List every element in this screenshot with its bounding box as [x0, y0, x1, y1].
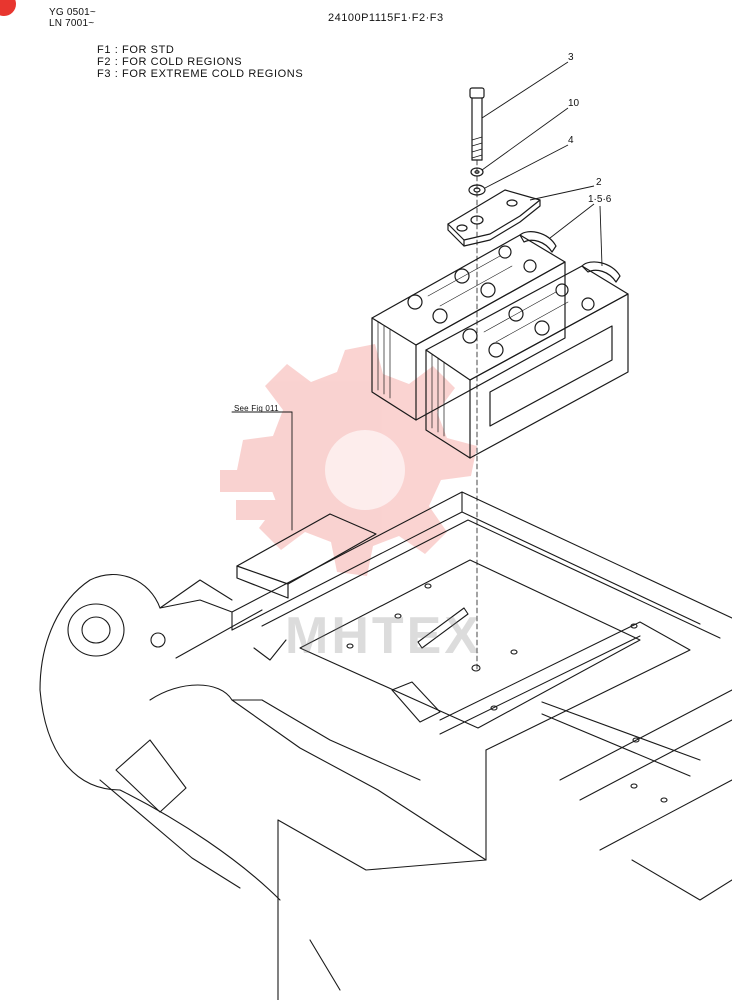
callout-washer: 10: [568, 98, 580, 109]
legend-item-f3: F3 : FOR EXTREME COLD REGIONS: [97, 68, 304, 80]
battery-rear: [371, 231, 566, 421]
callout-flat-washer: 4: [568, 135, 574, 146]
corner-mark: [0, 0, 16, 16]
serial-line-1: YG 0501~: [49, 7, 96, 18]
legend-item-f2: F2 : FOR COLD REGIONS: [97, 56, 243, 68]
serial-line-2: LN 7001~: [49, 18, 95, 29]
callout-bolt: 3: [568, 52, 574, 63]
machine-frame: [39, 491, 732, 1000]
callout-clamp-plate: 2: [596, 177, 602, 188]
watermark-text: MHTEX: [285, 607, 482, 665]
reference-label: See Fig 011: [234, 404, 279, 413]
serial-range: YG 0501~ LN 7001~: [49, 7, 96, 29]
bolt-part: [469, 87, 485, 161]
legend: F1 : FOR STD F2 : FOR COLD REGIONS F3 : …: [97, 44, 303, 80]
legend-item-f1: F1 : FOR STD: [97, 44, 175, 56]
callout-batteries: 1·5·6: [588, 194, 612, 205]
battery-front: [425, 261, 629, 459]
part-code: 24100P1115F1·F2·F3: [328, 12, 444, 24]
